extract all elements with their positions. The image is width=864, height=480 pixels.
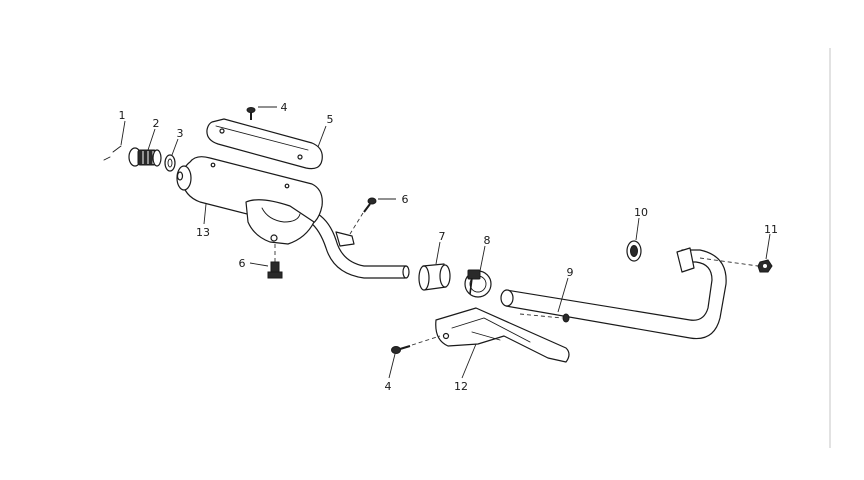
callout-4-lower: 4 (385, 380, 392, 393)
callout-2: 2 (153, 117, 160, 130)
callout-10: 10 (634, 206, 648, 219)
callout-12: 12 (454, 380, 468, 393)
callout-9: 9 (567, 266, 574, 279)
callout-3: 3 (177, 127, 184, 140)
part-2-end-cap (128, 147, 162, 167)
callout-7: 7 (439, 230, 446, 243)
part-12-heat-guard (435, 307, 570, 363)
part-6-bolt-upper (349, 197, 377, 235)
callout-11: 11 (764, 223, 778, 236)
callout-13: 13 (196, 226, 210, 239)
callout-5: 5 (327, 113, 334, 126)
callout-6-upper: 6 (402, 193, 409, 206)
part-5-heat-shield (206, 118, 323, 170)
part-7-sleeve (418, 263, 451, 291)
part-6-bolt-lower (267, 244, 283, 279)
part-8-clamp (464, 269, 492, 298)
part-1-pin (103, 145, 122, 161)
part-9-header-pipe (500, 247, 727, 340)
part-4-screw-lower (391, 335, 441, 354)
leader-lines (120, 106, 771, 379)
part-4-screw-top (246, 107, 256, 120)
callout-6-lower: 6 (239, 257, 246, 270)
callout-4-top: 4 (281, 101, 288, 114)
part-13-muffler (176, 156, 410, 279)
part-11-nut (699, 257, 773, 273)
callout-1: 1 (119, 109, 126, 122)
callout-8: 8 (484, 234, 491, 247)
part-3-gasket (164, 154, 176, 172)
part-10-exhaust-gasket (626, 240, 642, 262)
